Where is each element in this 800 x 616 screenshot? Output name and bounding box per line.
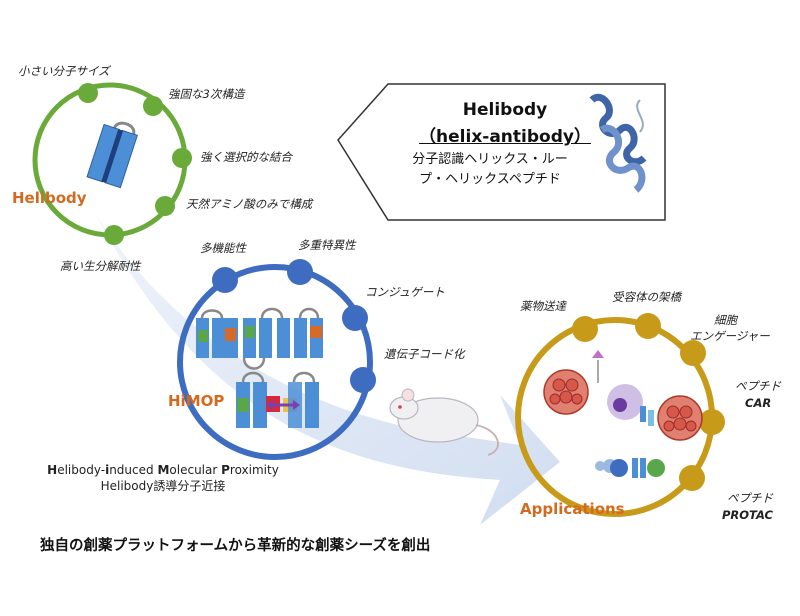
helibody-feature-label: 小さい分子サイズ xyxy=(18,64,110,78)
himop-feature-label: 遺伝子コード化 xyxy=(384,347,465,361)
himop-description-en: Helibody-induced Molecular Proximity xyxy=(28,462,298,478)
applications-node xyxy=(635,313,661,339)
callout-subtitle: （helix-antibody） xyxy=(419,127,591,147)
applications-feature-label: ペプチド xyxy=(735,379,781,393)
helibody-node xyxy=(104,225,124,245)
helibody-molecule-icon xyxy=(86,121,138,189)
helibody-node xyxy=(172,148,192,168)
applications-feature-label: ペプチド xyxy=(727,491,773,505)
himop-desc-text: roximity xyxy=(229,463,279,477)
mouse-icon xyxy=(389,388,499,456)
helibody-title: Helibody xyxy=(12,189,87,207)
helibody-feature-label: 天然アミノ酸のみで構成 xyxy=(186,197,313,211)
himop-molecules-icon xyxy=(196,307,323,428)
helibody-node xyxy=(143,96,163,116)
helibody-node xyxy=(78,83,98,103)
himop-desc-text: olecular xyxy=(169,463,222,477)
himop-desc-capital: P xyxy=(221,463,230,477)
applications-node xyxy=(679,465,705,491)
himop-desc-capital: M xyxy=(157,463,170,477)
helix-structure-icon xyxy=(589,93,647,193)
himop-node xyxy=(287,259,313,285)
applications-feature-label: 細胞 xyxy=(714,313,737,327)
applications-feature-label: PROTAC xyxy=(722,508,773,522)
himop-feature-label: 多機能性 xyxy=(200,241,246,255)
himop-desc-capital: H xyxy=(47,463,58,477)
applications-feature-label: 受容体の架橋 xyxy=(612,290,681,304)
himop-desc-capital: i xyxy=(105,463,110,477)
himop-node xyxy=(350,367,376,393)
helibody-node xyxy=(155,196,175,216)
helibody-callout-box xyxy=(337,83,666,221)
helibody-circle xyxy=(32,82,192,245)
himop-feature-label: コンジュゲート xyxy=(365,285,445,299)
applications-circle xyxy=(515,313,725,517)
callout-description: 分子認識ヘリックス・ルー xyxy=(412,152,568,167)
himop-desc-text: nduced xyxy=(109,463,158,477)
helibody-feature-label: 強く選択的な結合 xyxy=(200,150,292,164)
himop-circle xyxy=(177,259,376,460)
flow-arrow xyxy=(96,215,560,525)
applications-cells-icon xyxy=(543,350,703,478)
applications-feature-label: CAR xyxy=(745,396,772,410)
applications-feature-label: 薬物送達 xyxy=(520,299,566,313)
callout-description: プ・ヘリックスペプチド xyxy=(419,172,561,187)
applications-feature-label: エンゲージャー xyxy=(690,329,770,343)
himop-node xyxy=(342,305,368,331)
applications-title: Applications xyxy=(520,500,625,518)
himop-description-ja: Helibody誘導分子近接 xyxy=(100,479,226,493)
himop-title: HiMOP xyxy=(168,392,225,410)
helibody-feature-label: 高い生分解耐性 xyxy=(60,259,141,273)
applications-node xyxy=(680,340,706,366)
himop-desc-text: elibody- xyxy=(57,463,106,477)
himop-feature-label: 多重特異性 xyxy=(298,238,356,252)
himop-node xyxy=(212,267,238,293)
applications-node xyxy=(699,409,725,435)
footer-tagline: 独自の創薬プラットフォームから革新的な創薬シーズを創出 xyxy=(40,538,431,554)
helibody-feature-label: 強固な3次構造 xyxy=(168,87,245,101)
applications-node xyxy=(572,316,598,342)
callout-title: Helibody xyxy=(462,100,548,120)
